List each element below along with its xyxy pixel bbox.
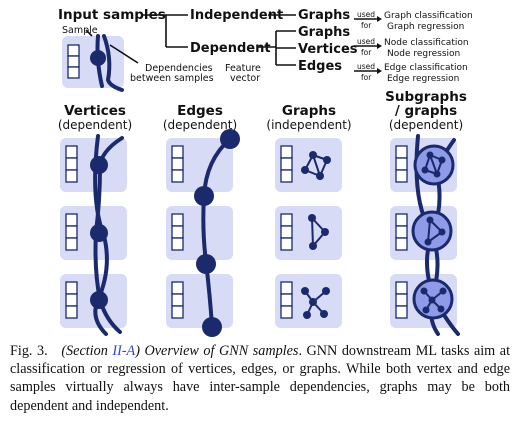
graph-sample (301, 287, 330, 319)
svg-text:for: for (361, 21, 372, 30)
dependencies-pointer (109, 44, 139, 64)
column-title-subgraphs-1: Subgraphs (385, 89, 467, 105)
column-title-vertices: Vertices (64, 103, 126, 119)
legend-dependency-line-2 (102, 34, 124, 92)
section-reference-link[interactable]: II-A (112, 343, 136, 359)
sample-pointer (85, 29, 93, 37)
dependencies-label-1: Dependencies (145, 63, 213, 74)
legend-illustration (62, 34, 124, 92)
svg-text:for: for (361, 48, 372, 57)
graph-sample (301, 151, 331, 180)
legend-vertex (90, 50, 106, 66)
feature-vector (280, 281, 293, 319)
feature-vector (395, 213, 408, 251)
dependent-label: Dependent (190, 41, 271, 56)
feature-vector (280, 213, 293, 251)
edges-column (166, 129, 240, 337)
subgraph-sample (413, 144, 455, 186)
feature-vector (395, 281, 408, 319)
vertex-sample (90, 224, 108, 242)
vertex-sample (90, 156, 108, 174)
task-arrow-graphs: used for (354, 10, 382, 30)
task-edge-regression: Edge regression (387, 74, 459, 84)
task-graph-regression: Graph regression (387, 22, 464, 32)
column-title-subgraphs-2: / graphs (395, 103, 457, 119)
independent-label: Independent (190, 8, 283, 23)
vertex (196, 254, 216, 274)
graphs-dependent-label: Graphs (298, 25, 350, 40)
graphs-independent-label: Graphs (298, 8, 350, 23)
column-title-graphs: Graphs (282, 103, 336, 119)
caption-title: ) Overview of GNN samples (135, 343, 299, 359)
task-arrow-edges: used for (354, 62, 382, 82)
task-node-classification: Node classification (384, 38, 469, 48)
feature-vector (280, 145, 293, 183)
column-subtitle-subgraphs: (dependent) (389, 118, 463, 132)
input-samples-label: Input samples (58, 7, 166, 23)
svg-text:used: used (357, 37, 375, 46)
feature-vector (65, 145, 78, 183)
column-title-edges: Edges (177, 103, 223, 119)
feature-vector (395, 145, 408, 183)
edges-label: Edges (298, 59, 342, 74)
column-subtitle-graphs: (independent) (266, 118, 351, 132)
legend-feature-vector (67, 44, 80, 79)
subgraphs-column (390, 134, 460, 336)
task-arrow-vertices: used for (354, 37, 382, 57)
task-node-regression: Node regression (387, 49, 460, 59)
vertices-label: Vertices (298, 42, 358, 57)
feature-vector (65, 281, 78, 319)
svg-text:for: for (361, 73, 372, 82)
sample-label: Sample (62, 25, 98, 36)
feature-vector (65, 213, 78, 251)
section-open: (Section (61, 343, 113, 359)
graph-sample (308, 214, 329, 250)
figure-caption: Fig. 3. (Section II-A) Overview of GNN s… (10, 342, 510, 415)
vertices-column (60, 134, 127, 336)
gnn-samples-diagram: Input samples Sample Dependencies betwee… (58, 7, 473, 337)
feature-label-1: Feature (225, 63, 261, 74)
svg-text:used: used (357, 62, 375, 71)
task-edge-classification: Edge classification (384, 63, 468, 73)
vertex (220, 129, 240, 149)
dependency-edge (93, 134, 109, 336)
subgraph-sample (412, 278, 454, 320)
column-subtitle-edges: (dependent) (163, 118, 237, 132)
edge-sample-path (201, 137, 232, 328)
feature-vector (171, 213, 184, 251)
caption-body: . GNN downstream ML tasks aim at classif… (10, 343, 511, 414)
subgraph-sample (411, 210, 453, 252)
task-graph-classification: Graph classification (384, 11, 473, 21)
vertex (194, 186, 214, 206)
graphs-column (275, 138, 342, 328)
vertex-sample (90, 291, 108, 309)
column-subtitle-vertices: (dependent) (58, 118, 132, 132)
feature-label-2: vector (230, 73, 260, 84)
feature-vector (171, 145, 184, 183)
vertex (202, 317, 222, 337)
feature-vector (171, 281, 184, 319)
figure-number: Fig. 3. (10, 343, 48, 359)
dependencies-label-2: between samples (130, 73, 214, 84)
svg-text:used: used (357, 10, 375, 19)
